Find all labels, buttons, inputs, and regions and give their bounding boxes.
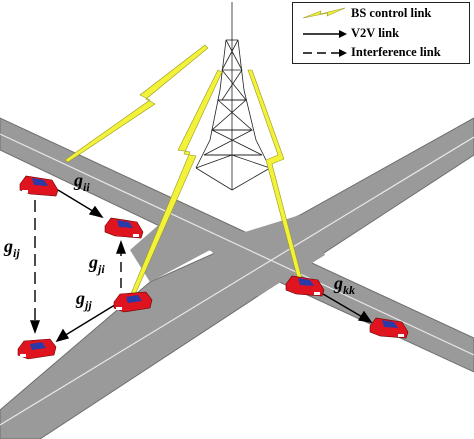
car-j-receiver: [17, 338, 57, 360]
road-network: [0, 117, 474, 439]
bs-link-to-car-i: [64, 44, 209, 163]
legend-interference-link: Interference link: [351, 45, 441, 59]
v2v-links: [55, 189, 373, 343]
label-g-ji: gji: [88, 252, 105, 276]
car-i: [19, 175, 59, 197]
car-k: [285, 275, 325, 297]
car-i-receiver: [104, 217, 144, 239]
label-g-ij: gij: [3, 236, 20, 260]
road-cross-diagonal: [0, 117, 474, 439]
label-g-jj: gjj: [75, 288, 92, 312]
car-k-receiver: [369, 317, 409, 339]
interference-links: [30, 200, 126, 335]
legend-bs-control-link: BS control link: [351, 6, 432, 20]
road-intersection: [130, 215, 325, 296]
base-station-tower: [195, 2, 271, 191]
v2v-link-kk: [322, 293, 365, 319]
lane-mark-cross: [0, 136, 474, 426]
v2v-link-legend-icon: [303, 30, 347, 38]
bs-control-link-legend-icon: [302, 7, 346, 19]
legend: BS control link V2V link Interference li…: [292, 2, 470, 64]
v2v-link-jj: [63, 302, 119, 337]
label-g-ii: gii: [73, 170, 90, 194]
v2v-link-ii: [57, 189, 97, 214]
interference-link-legend-icon: [303, 49, 347, 57]
legend-v2v-link: V2V link: [351, 26, 400, 40]
label-g-kk: gkk: [333, 273, 355, 297]
car-j: [113, 291, 153, 313]
lane-mark-main: [0, 133, 474, 356]
